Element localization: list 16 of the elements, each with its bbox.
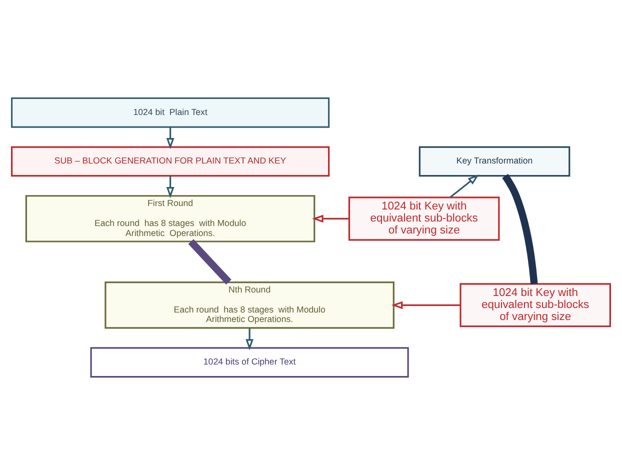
node-box: 1024 bits of Cipher Text — [90, 346, 409, 378]
arrow — [391, 300, 460, 309]
arrow — [166, 176, 174, 198]
arrow — [312, 214, 350, 222]
connector — [188, 238, 232, 284]
node-box: SUB – BLOCK GENERATION FOR PLAIN TEXT AND KEY — [10, 146, 330, 176]
arrow — [450, 174, 480, 198]
node-box: Key Transformation — [418, 146, 570, 176]
node-box: Nth Round Each round has 8 stages with Modulo Arithmetic Operations. — [104, 281, 394, 328]
arrow — [166, 126, 174, 149]
node-box: First Round Each round has 8 stages with Modulo Arithmetic Operations. — [25, 194, 316, 242]
connector — [502, 173, 538, 284]
node-box: 1024 bit Plain Text — [10, 96, 330, 128]
node-box: 1024 bit Key with equivalent sub-blocks of varying size — [348, 196, 500, 240]
arrow — [246, 328, 254, 350]
node-box: 1024 bit Key with equivalent sub-blocks of varying size — [460, 282, 611, 327]
